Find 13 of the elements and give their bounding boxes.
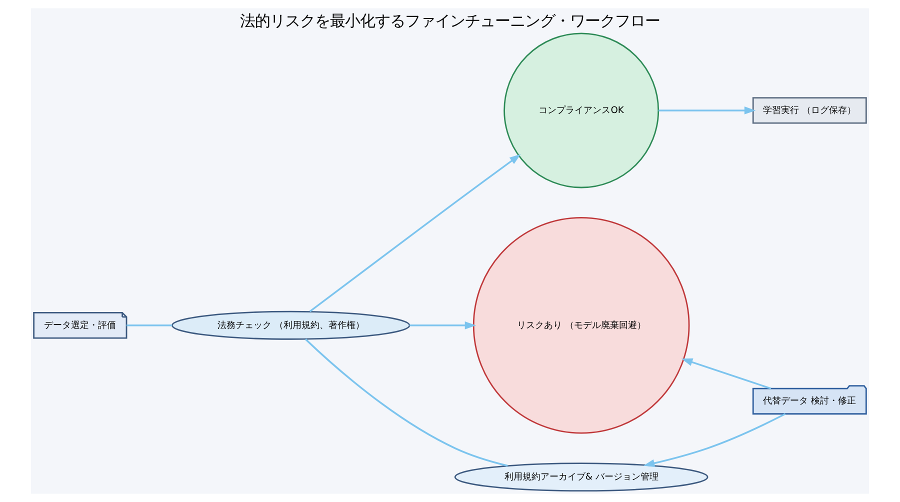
arrow — [681, 358, 772, 390]
node-circle: コンプライアンスOK — [504, 32, 660, 188]
arrow — [643, 413, 786, 468]
node-circle: リスクあり （モデル廃棄回避） — [472, 216, 690, 434]
node-ellipse: 法務チェック （利用規約、著作権） — [171, 310, 410, 340]
node-ellipse: 利用規約アーカイブ& バージョン管理 — [454, 462, 708, 492]
connector — [304, 338, 508, 467]
arrow — [309, 154, 521, 312]
connector — [126, 324, 172, 326]
arrow — [658, 106, 756, 114]
arrow — [410, 321, 476, 330]
node-box: 学習実行 （ログ保存） — [752, 97, 867, 124]
diagram-title: 法的リスクを最小化するファインチューニング・ワークフロー — [240, 12, 660, 30]
